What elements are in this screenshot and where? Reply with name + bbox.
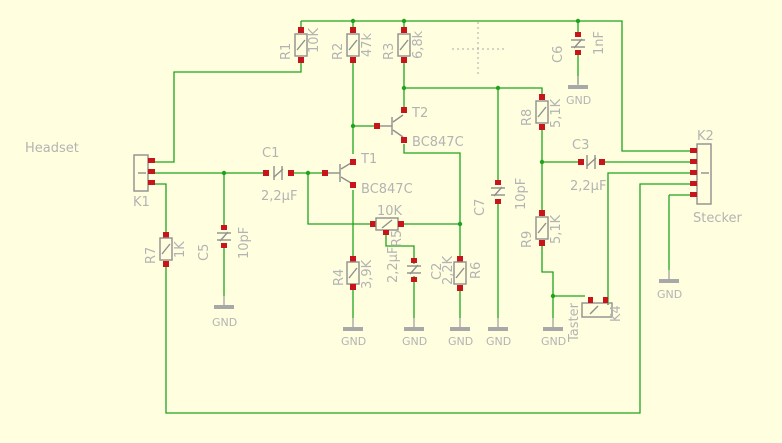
resistor-r7[interactable] (159, 232, 173, 267)
c2-label: C2 (430, 263, 445, 280)
transistor-t1[interactable] (322, 159, 356, 188)
c1-value: 2,2µF (261, 189, 297, 204)
c3-value: 2,2µF (570, 179, 606, 194)
labels: Headset K1 K2 Stecker C1 2,2µF T1 BC847C… (25, 27, 743, 348)
k1-label: K1 (133, 195, 150, 210)
c6-value: 1nF (592, 31, 607, 55)
c6-label: C6 (551, 46, 566, 63)
r9-value: 5,1K (549, 214, 564, 244)
gnd-symbols (214, 76, 679, 331)
r1-value: 10K (307, 27, 322, 53)
gnd-label-c7: GND (486, 335, 511, 348)
r7-value: 1K (173, 241, 188, 258)
r2-value: 47k (360, 32, 375, 57)
resistor-r2[interactable] (346, 27, 360, 63)
r3-value: 6,8k (411, 30, 426, 59)
switch-k4[interactable] (581, 297, 613, 318)
junctions (221, 18, 581, 299)
c3-label: C3 (572, 138, 589, 153)
stecker-label: Stecker (693, 211, 743, 226)
k4-label: K4 (609, 305, 624, 322)
t1-value: BC847C (361, 182, 413, 197)
resistor-r5[interactable] (370, 217, 404, 235)
capacitor-c2[interactable] (407, 258, 421, 282)
capacitor-c6[interactable] (571, 32, 585, 55)
capacitor-c7[interactable] (491, 180, 505, 204)
gnd-label-r9: GND (541, 335, 566, 348)
r4-label: R4 (332, 269, 347, 286)
capacitor-c3[interactable] (578, 155, 605, 169)
r7-label: R7 (144, 247, 159, 264)
r3-label: R3 (382, 43, 397, 60)
gnd-label-c6: GND (566, 94, 591, 107)
r6-label: R6 (469, 262, 484, 279)
wires (155, 20, 693, 414)
taster-label: Taster (567, 302, 582, 343)
resistor-r9[interactable] (535, 210, 549, 246)
r8-value: 5,1K (549, 98, 564, 128)
r5-label: R5 (390, 230, 405, 247)
gnd-label-k2: GND (657, 288, 682, 301)
connector-k2[interactable] (690, 143, 712, 205)
r4-value: 3,9K (360, 259, 375, 289)
resistor-r3[interactable] (397, 27, 411, 63)
r8-label: R8 (520, 109, 535, 126)
c5-value: 10pF (237, 227, 252, 259)
gnd-label-c5: GND (212, 316, 237, 329)
c7-label: C7 (473, 199, 488, 216)
r6-value: 2,2K (441, 255, 456, 285)
resistor-r8[interactable] (535, 94, 549, 130)
c1-label: C1 (262, 146, 279, 161)
c5-label: C5 (197, 244, 212, 261)
connector-k1[interactable] (133, 154, 155, 192)
resistor-r6[interactable] (453, 256, 467, 291)
r1-label: R1 (279, 43, 294, 60)
t2-label: T2 (411, 106, 428, 121)
t1-label: T1 (360, 152, 377, 167)
r9-label: R9 (520, 231, 535, 248)
k2-label: K2 (697, 129, 714, 144)
headset-label: Headset (25, 141, 79, 156)
t2-value: BC847C (412, 135, 464, 150)
gnd-label-r6: GND (448, 335, 473, 348)
origin-cross (452, 22, 505, 76)
c2-value: 2,2µF (386, 247, 401, 283)
capacitor-c5[interactable] (217, 225, 231, 248)
resistor-r4[interactable] (346, 256, 360, 290)
r5-value: 10K (377, 204, 403, 219)
gnd-label-r4: GND (341, 335, 366, 348)
r2-label: R2 (331, 43, 346, 60)
capacitor-c1[interactable] (263, 166, 294, 180)
c7-value: 10pF (514, 178, 529, 210)
gnd-label-c2: GND (402, 335, 427, 348)
resistor-r1[interactable] (294, 27, 308, 63)
transistor-t2[interactable] (374, 107, 407, 143)
